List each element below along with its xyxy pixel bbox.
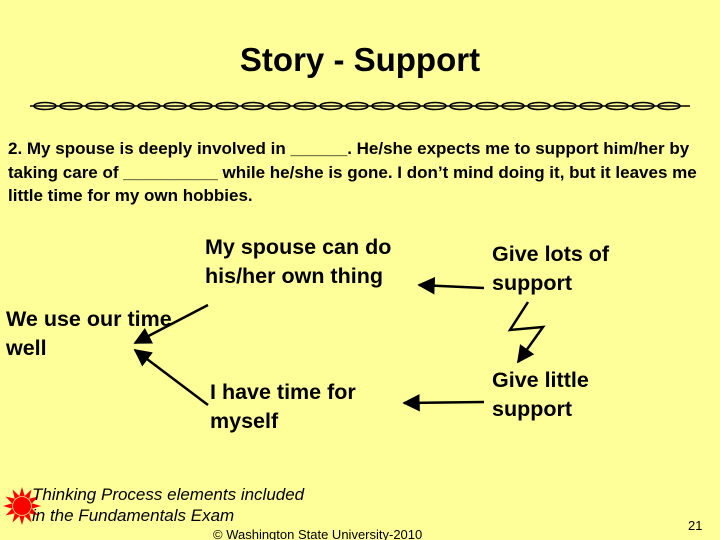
page-number: 21 — [688, 518, 703, 533]
slide-title: Story - Support — [239, 41, 481, 78]
conflict-lightning-icon — [507, 301, 546, 364]
node-time-for-myself: I have time for myself — [210, 380, 356, 433]
story-prompt: 2. My spouse is deeply involved in _____… — [8, 139, 697, 205]
node-spouse-own-thing: My spouse can do his/her own thing — [205, 235, 392, 288]
arrow-mytime-to-use — [133, 348, 209, 406]
arrow-spouse-to-use — [133, 303, 209, 345]
node-use-time-well: We use our time well — [6, 307, 172, 360]
sun-icon — [3, 487, 41, 525]
copyright: © Washington State University-2010 — [213, 527, 423, 540]
arrow-lots-to-spouse — [417, 276, 485, 295]
decorative-divider — [30, 101, 690, 111]
arrow-little-to-mytime — [402, 394, 485, 412]
footer-note: Thinking Process elements included in th… — [32, 485, 305, 525]
node-give-little-support: Give little support — [492, 368, 589, 421]
node-give-lots-of-support: Give lots of support — [492, 242, 610, 295]
